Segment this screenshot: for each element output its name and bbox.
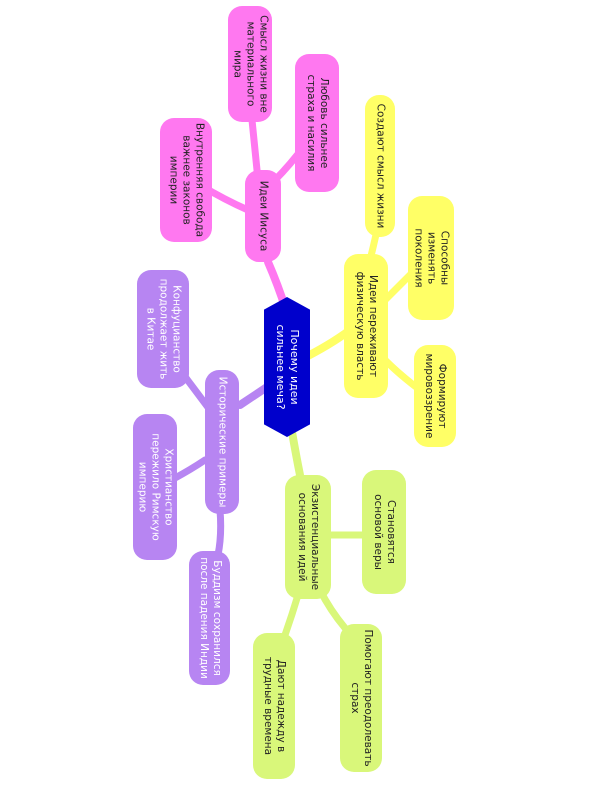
branch-history[interactable]: Исторические примеры [205, 370, 239, 514]
branch-existential[interactable]: Экзистенциальные основания идей [285, 475, 331, 599]
jesus-item-3-label: Внутренняя свобода важнее законов импери… [167, 122, 206, 238]
center-node[interactable]: Почему идеи сильнее меча? [264, 297, 310, 437]
jesus-item-2[interactable]: Любовь сильнее страха и насилия [295, 54, 339, 192]
branch-existential-label: Экзистенциальные основания идей [296, 483, 322, 591]
history-item-3-label: Буддизм сохранился после падения Индии [197, 557, 223, 679]
existential-item-1[interactable]: Становятся основой веры [362, 470, 406, 594]
history-item-3[interactable]: Буддизм сохранился после падения Индии [189, 551, 230, 685]
branch-jesus[interactable]: Идеи Иисуса [245, 170, 281, 262]
jesus-item-1[interactable]: Смысл жизни вне материального мира [228, 6, 272, 122]
branch-survive[interactable]: Идеи переживают физическую власть [344, 254, 388, 398]
existential-item-1-label: Становятся основой веры [372, 494, 398, 570]
survive-item-3[interactable]: Формируют мировоззрение [414, 345, 456, 447]
survive-item-2-label: Способны изменять поколения [412, 228, 451, 288]
branch-history-label: Исторические примеры [216, 376, 229, 508]
edge-history-2 [171, 456, 209, 482]
history-item-1-label: Конфуцианство продолжает жить в Китае [144, 278, 183, 380]
history-item-2[interactable]: Христианство пережило Римскую империю [133, 414, 177, 560]
edge-existential-3 [281, 591, 302, 639]
branch-jesus-label: Идеи Иисуса [257, 180, 270, 252]
history-item-2-label: Христианство пережило Римскую империю [136, 433, 175, 541]
jesus-item-2-label: Любовь сильнее страха и насилия [305, 74, 331, 172]
edge-history-3 [214, 506, 225, 559]
existential-item-2[interactable]: Помогают преодолевать страх [340, 624, 382, 772]
jesus-item-1-label: Смысл жизни вне материального мира [231, 15, 270, 113]
existential-item-3-label: Дают надежду в трудные времена [262, 656, 288, 756]
edge-center-existential [288, 428, 304, 479]
existential-item-3[interactable]: Дают надежду в трудные времена [253, 633, 295, 779]
history-item-1[interactable]: Конфуцианство продолжает жить в Китае [137, 270, 189, 388]
survive-item-3-label: Формируют мировоззрение [423, 353, 449, 439]
survive-item-2[interactable]: Способны изменять поколения [408, 196, 454, 320]
center-label: Почему идеи сильнее меча? [274, 324, 301, 410]
branch-survive-label: Идеи переживают физическую власть [354, 271, 380, 381]
survive-item-1-label: Создают смысл жизни [374, 103, 387, 229]
jesus-item-3[interactable]: Внутренняя свобода важнее законов импери… [160, 118, 212, 242]
survive-item-1[interactable]: Создают смысл жизни [365, 95, 395, 237]
existential-item-2-label: Помогают преодолевать страх [349, 629, 375, 767]
